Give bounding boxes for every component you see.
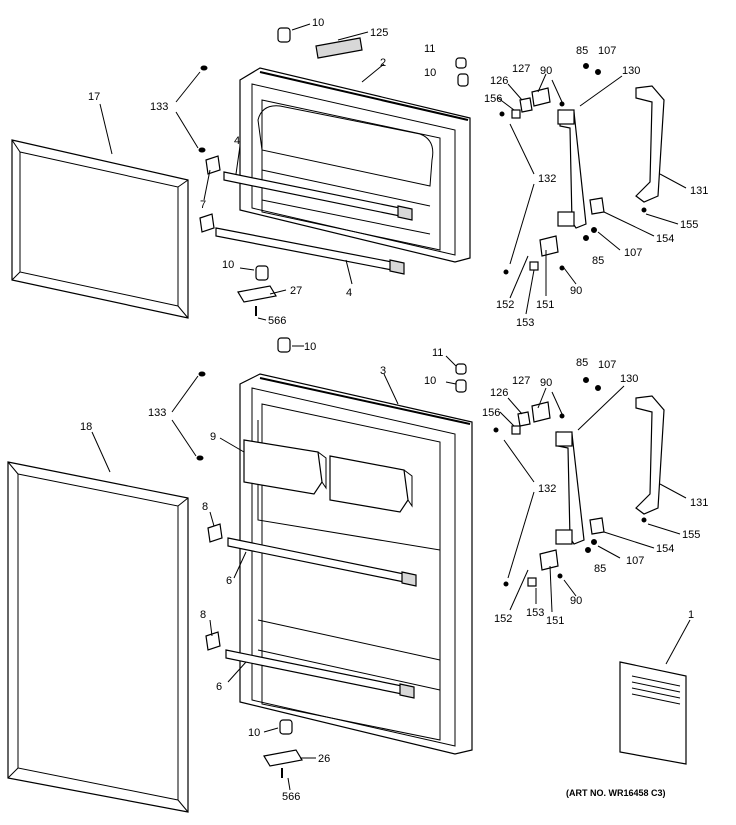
part-labels: 10 125 11 10 2 17 133 4 7 4 10 27 566 85… [80, 17, 708, 803]
label-10: 10 [222, 259, 234, 271]
hardware-top-lower [503, 197, 647, 275]
label-131: 131 [690, 497, 708, 509]
label-90: 90 [570, 595, 582, 607]
label-3: 3 [380, 365, 386, 377]
label-132: 132 [538, 173, 556, 185]
label-125: 125 [370, 27, 388, 39]
label-90: 90 [570, 285, 582, 297]
label-9: 9 [210, 431, 216, 443]
label-126: 126 [490, 75, 508, 87]
freezer-hinge [237, 285, 277, 316]
label-153: 153 [526, 607, 544, 619]
label-10: 10 [304, 341, 316, 353]
cap-parts-top [255, 27, 469, 281]
fresh-food-handle [555, 431, 585, 545]
label-8: 8 [200, 609, 206, 621]
label-85: 85 [594, 563, 606, 575]
label-156: 156 [484, 93, 502, 105]
label-107: 107 [626, 555, 644, 567]
cap-parts-bottom [277, 337, 467, 735]
fresh-food-shelf-bar-upper [227, 537, 417, 587]
label-11: 11 [432, 347, 443, 359]
label-10: 10 [424, 375, 436, 387]
fresh-food-hinge [263, 749, 303, 778]
label-2: 2 [380, 57, 386, 69]
label-90: 90 [540, 65, 552, 77]
freezer-shelf-bar-upper [223, 171, 413, 221]
label-4: 4 [346, 287, 352, 299]
label-85: 85 [576, 45, 588, 57]
label-130: 130 [620, 373, 638, 385]
hardware-top-upper [499, 63, 601, 119]
label-566: 566 [282, 791, 300, 803]
label-152: 152 [496, 299, 514, 311]
label-6: 6 [226, 575, 232, 587]
label-4: 4 [234, 135, 240, 147]
label-152: 152 [494, 613, 512, 625]
label-1: 1 [688, 609, 694, 621]
dairy-bins [243, 439, 413, 513]
label-26: 26 [318, 753, 330, 765]
label-127: 127 [512, 63, 530, 75]
label-151: 151 [546, 615, 564, 627]
label-107: 107 [598, 359, 616, 371]
label-154: 154 [656, 543, 674, 555]
label-155: 155 [682, 529, 700, 541]
fresh-food-handle-trim [635, 395, 665, 515]
hardware-bottom-upper [493, 377, 601, 435]
label-11: 11 [424, 43, 435, 55]
label-27: 27 [290, 285, 302, 297]
label-153: 153 [516, 317, 534, 329]
label-85: 85 [592, 255, 604, 267]
label-85: 85 [576, 357, 588, 369]
label-126: 126 [490, 387, 508, 399]
freezer-clip [199, 155, 221, 233]
label-107: 107 [598, 45, 616, 57]
label-10: 10 [424, 67, 436, 79]
freezer-door-liner [239, 67, 471, 263]
screws-133-top [198, 65, 208, 153]
label-133: 133 [148, 407, 166, 419]
label-7: 7 [200, 199, 206, 211]
freezer-handle-trim [635, 85, 665, 203]
label-17: 17 [88, 91, 100, 103]
label-10: 10 [312, 17, 324, 29]
label-plate [315, 37, 363, 59]
label-156: 156 [482, 407, 500, 419]
label-8: 8 [202, 501, 208, 513]
freezer-shelf-bar-lower [215, 227, 405, 275]
label-155: 155 [680, 219, 698, 231]
label-90: 90 [540, 377, 552, 389]
leader-lines [91, 23, 691, 791]
label-132: 132 [538, 483, 556, 495]
label-151: 151 [536, 299, 554, 311]
label-18: 18 [80, 421, 92, 433]
fresh-food-shelf-bar-lower [225, 649, 415, 699]
label-131: 131 [690, 185, 708, 197]
label-154: 154 [656, 233, 674, 245]
label-6: 6 [216, 681, 222, 693]
screws-133-bottom [196, 371, 206, 461]
label-10: 10 [248, 727, 260, 739]
art-number: (ART NO. WR16458 C3) [566, 788, 666, 798]
label-133: 133 [150, 101, 168, 113]
label-130: 130 [622, 65, 640, 77]
fresh-food-door-outer-panel [7, 461, 189, 813]
fresh-food-clip [205, 523, 223, 651]
freezer-door-outer-panel [11, 139, 189, 319]
label-107: 107 [624, 247, 642, 259]
freezer-handle [557, 109, 587, 229]
label-566: 566 [268, 315, 286, 327]
cover-panel [619, 661, 687, 765]
label-127: 127 [512, 375, 530, 387]
